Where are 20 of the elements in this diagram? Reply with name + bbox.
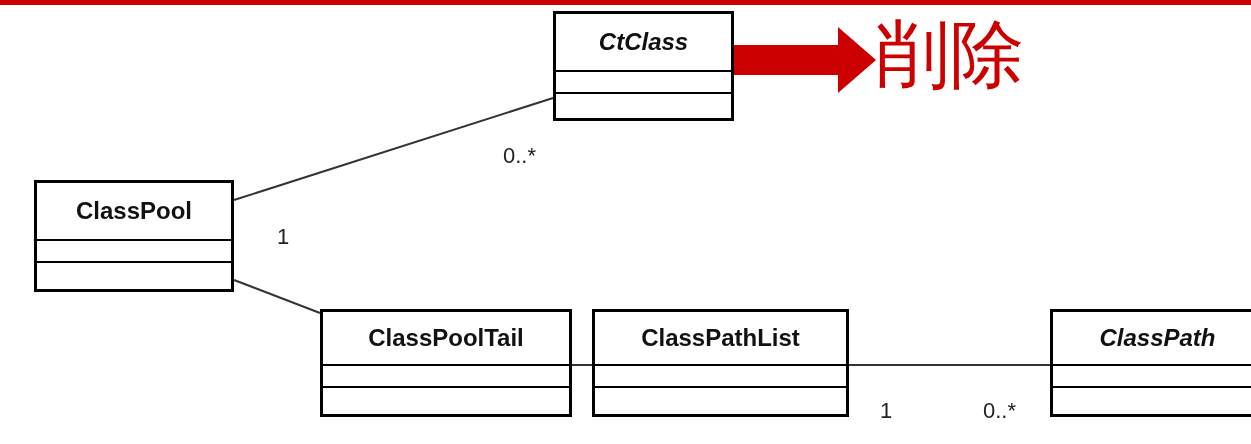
multiplicity-label: 0..* xyxy=(983,398,1017,424)
class-box xyxy=(553,11,734,121)
multiplicity-label: 1 xyxy=(277,224,290,250)
association-line xyxy=(571,364,593,366)
multiplicity-label: 1 xyxy=(880,398,893,424)
class-name: ClassPoolTail xyxy=(368,324,524,352)
association-line xyxy=(233,97,554,201)
class-name: ClassPath xyxy=(1099,324,1216,352)
association-line xyxy=(233,279,321,314)
class-name: CtClass xyxy=(598,28,689,56)
arrow xyxy=(734,27,876,93)
association-line xyxy=(848,364,1051,366)
class-name: ClassPathList xyxy=(641,324,800,352)
class-box xyxy=(320,309,572,417)
class-box xyxy=(592,309,849,417)
class-box xyxy=(34,180,234,292)
annotation-text: 削除 xyxy=(876,8,1052,100)
class-name: ClassPool xyxy=(75,197,192,225)
class-box xyxy=(1050,309,1251,417)
multiplicity-label: 0..* xyxy=(503,143,537,169)
